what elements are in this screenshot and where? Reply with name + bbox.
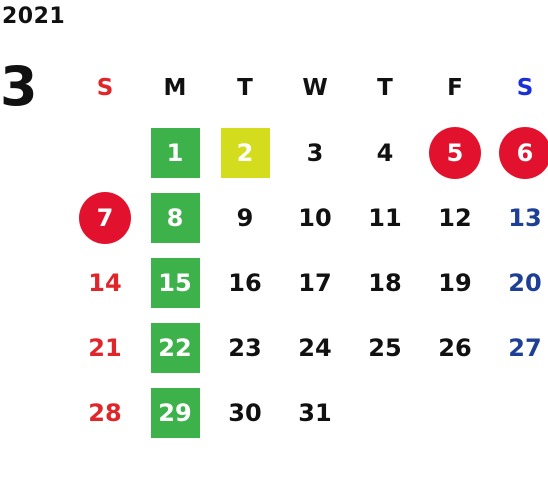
day-number: 19 bbox=[438, 268, 472, 297]
day-cell-26[interactable]: 26 bbox=[420, 315, 490, 380]
day-number: 22 bbox=[150, 322, 200, 373]
year-label: 2021 bbox=[2, 4, 66, 29]
day-cell-27[interactable]: 27 bbox=[490, 315, 548, 380]
day-number: 20 bbox=[508, 268, 542, 297]
day-cell-empty bbox=[350, 380, 420, 445]
day-cell-16[interactable]: 16 bbox=[210, 250, 280, 315]
day-number: 30 bbox=[228, 398, 262, 427]
month-number: 3 bbox=[0, 55, 38, 118]
day-number: 5 bbox=[429, 126, 481, 179]
day-cell-1[interactable]: 1 bbox=[140, 120, 210, 185]
day-number: 29 bbox=[150, 387, 200, 438]
day-cell-20[interactable]: 20 bbox=[490, 250, 548, 315]
day-cell-21[interactable]: 21 bbox=[70, 315, 140, 380]
day-number: 16 bbox=[228, 268, 262, 297]
day-number: 13 bbox=[508, 203, 542, 232]
day-cell-19[interactable]: 19 bbox=[420, 250, 490, 315]
day-cell-18[interactable]: 18 bbox=[350, 250, 420, 315]
weekday-header-friday: F bbox=[447, 74, 463, 101]
day-number: 4 bbox=[376, 138, 394, 167]
weekday-header-monday: M bbox=[163, 74, 187, 101]
day-number: 24 bbox=[298, 333, 332, 362]
day-cell-3[interactable]: 3 bbox=[280, 120, 350, 185]
day-number: 14 bbox=[88, 268, 122, 297]
weekday-header-thursday: T bbox=[377, 74, 393, 101]
day-number: 27 bbox=[508, 333, 542, 362]
day-number: 2 bbox=[220, 127, 270, 178]
day-cell-25[interactable]: 25 bbox=[350, 315, 420, 380]
day-cell-6[interactable]: 6 bbox=[490, 120, 548, 185]
day-number: 11 bbox=[368, 203, 402, 232]
day-cell-11[interactable]: 11 bbox=[350, 185, 420, 250]
day-cell-9[interactable]: 9 bbox=[210, 185, 280, 250]
day-number: 6 bbox=[499, 126, 548, 179]
weekday-header-tuesday: T bbox=[237, 74, 253, 101]
day-number: 8 bbox=[150, 192, 200, 243]
day-number: 21 bbox=[88, 333, 122, 362]
day-number: 26 bbox=[438, 333, 472, 362]
day-cell-8[interactable]: 8 bbox=[140, 185, 210, 250]
day-cell-31[interactable]: 31 bbox=[280, 380, 350, 445]
day-number: 9 bbox=[236, 203, 254, 232]
day-cell-13[interactable]: 13 bbox=[490, 185, 548, 250]
day-number: 18 bbox=[368, 268, 402, 297]
day-cell-15[interactable]: 15 bbox=[140, 250, 210, 315]
day-cell-empty bbox=[420, 380, 490, 445]
weekday-header-wednesday: W bbox=[302, 74, 328, 101]
day-cell-empty bbox=[70, 120, 140, 185]
day-cell-2[interactable]: 2 bbox=[210, 120, 280, 185]
day-cell-4[interactable]: 4 bbox=[350, 120, 420, 185]
day-number: 7 bbox=[79, 191, 131, 244]
day-number: 28 bbox=[88, 398, 122, 427]
day-cell-14[interactable]: 14 bbox=[70, 250, 140, 315]
day-number: 31 bbox=[298, 398, 332, 427]
day-cell-30[interactable]: 30 bbox=[210, 380, 280, 445]
day-cell-17[interactable]: 17 bbox=[280, 250, 350, 315]
day-number: 12 bbox=[438, 203, 472, 232]
day-cell-23[interactable]: 23 bbox=[210, 315, 280, 380]
day-cell-10[interactable]: 10 bbox=[280, 185, 350, 250]
day-cell-29[interactable]: 29 bbox=[140, 380, 210, 445]
day-number: 3 bbox=[306, 138, 324, 167]
day-number: 1 bbox=[150, 127, 200, 178]
day-number: 15 bbox=[150, 257, 200, 308]
weekday-header-sunday: S bbox=[96, 74, 114, 101]
day-cell-5[interactable]: 5 bbox=[420, 120, 490, 185]
day-cell-24[interactable]: 24 bbox=[280, 315, 350, 380]
day-number: 25 bbox=[368, 333, 402, 362]
day-cell-12[interactable]: 12 bbox=[420, 185, 490, 250]
day-cell-empty bbox=[490, 380, 548, 445]
day-cell-7[interactable]: 7 bbox=[70, 185, 140, 250]
day-cell-22[interactable]: 22 bbox=[140, 315, 210, 380]
weekday-header-saturday: S bbox=[516, 74, 534, 101]
day-number: 10 bbox=[298, 203, 332, 232]
day-number: 17 bbox=[298, 268, 332, 297]
day-cell-28[interactable]: 28 bbox=[70, 380, 140, 445]
day-number: 23 bbox=[228, 333, 262, 362]
